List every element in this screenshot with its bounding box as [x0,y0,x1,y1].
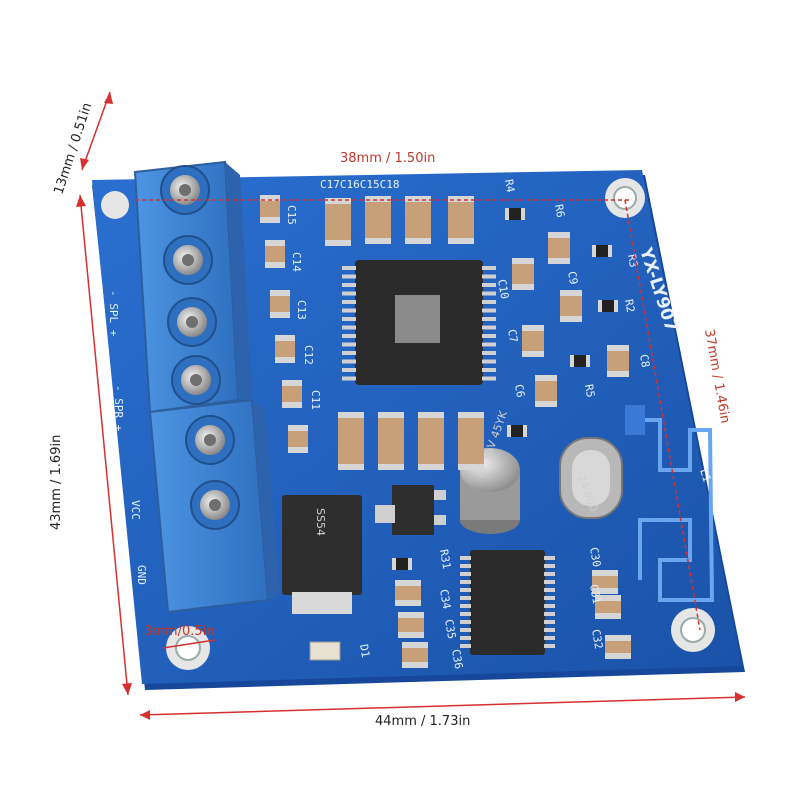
silkBottom-1: C31 [587,583,603,605]
silkLeft-3: C12 [302,345,315,365]
silkBottom-4: C34 [437,588,453,610]
terminal-label-spl: - SPL + [107,290,120,337]
dimension-thickness: 13mm / 0.51in [52,101,96,196]
silkBottom-7: D1 [357,643,372,658]
cap-bottom-2 [402,642,428,668]
led [309,641,341,661]
mounting-hole-bottom-right [671,608,715,652]
cap-left-0 [260,195,280,223]
crystal-oscillator: 24.000 [559,437,623,519]
mounting-hole-top-left [101,191,129,219]
terminal-label-gnd: GND [135,565,148,585]
cap-right-4 [535,375,557,407]
silkBottom-3: R31 [437,548,453,570]
cap-bottom-right-2 [605,635,631,659]
resistor-1 [592,245,612,257]
silkRight-4: C8 [637,353,652,368]
terminal-screw-4 [185,415,235,465]
cap-top-1 [365,196,391,244]
silkRight-0: C9 [565,270,580,285]
cap-mid-2 [418,412,444,470]
cap-mid-1 [378,412,404,470]
cap-left-2 [270,290,290,318]
silkBottom-0: C30 [587,546,603,568]
mounting-hole-bottom-left [166,626,210,670]
cap-right-3 [522,325,544,357]
terminal-screw-2 [167,297,217,347]
cap-right-2 [560,290,582,322]
resistor-2 [598,300,618,312]
silkRes-3: R2 [622,298,637,313]
silkRes-1: R6 [552,203,567,218]
dimension-bottom-width: 44mm / 1.73in [375,714,470,729]
resistor-0 [505,208,525,220]
cap-mid-0 [338,412,364,470]
antenna-trace [628,418,715,602]
cap-left-5 [288,425,308,453]
main-amplifier-ic [342,260,496,385]
smd-components [260,195,631,668]
cap-top-3 [448,196,474,244]
cap-bottom-0 [395,580,421,606]
cap-bottom-right-1 [595,595,621,619]
cap-top-2 [405,196,431,244]
silkRes-0: R4 [502,178,517,194]
secondary-ic [460,550,555,655]
cap-right-0 [548,232,570,264]
resistor-3 [570,355,590,367]
dimension-right-height: 37mm / 1.46in [701,328,732,424]
cap-top-0 [325,198,351,246]
silkBottom-5: C35 [442,618,458,640]
terminal-label-spr: - SPR + [112,385,125,432]
inductor-label: L1 [697,467,713,484]
silkBottom-2: C32 [589,628,605,650]
cap-mid-3 [458,412,484,470]
dimension-hole-offset: 3mm/0.5in [144,624,215,639]
cap-left-4 [282,380,302,408]
silkLeft-2: C13 [295,300,308,320]
silkRes-4: R5 [582,383,597,398]
silkRight-2: C7 [505,328,520,343]
dimension-top-width: 38mm / 1.50in [340,151,435,166]
terminal-screw-1 [163,235,213,285]
terminal-screw-3 [171,355,221,405]
terminal-screw-0 [160,165,210,215]
terminal-label-vcc: VCC [129,500,142,520]
cap-right-1 [512,258,534,290]
diode-ss54: SS54 [282,495,362,614]
terminal-screws [160,165,240,530]
cap-bottom-right-0 [592,570,618,594]
silkLeft-4: C11 [309,390,322,410]
resistor-4 [507,425,527,437]
cap-left-1 [265,240,285,268]
silkBottom-6: C36 [449,648,465,670]
dimension-left-height: 43mm / 1.69in [49,435,64,530]
silkRes-2: R3 [625,253,640,268]
diode-label: SS54 [314,508,327,536]
cap-left-3 [275,335,295,363]
transistor [375,485,446,535]
terminal-screw-5 [190,480,240,530]
silkLeft-1: C14 [290,252,303,272]
silkRight-3: C6 [512,383,527,398]
silkLeft-0: C15 [285,205,298,225]
mounting-hole-top-right [605,178,645,218]
resistor-5 [392,558,412,570]
cap-bottom-1 [398,612,424,638]
cap-top-labels: C17C16C15C18 [320,178,399,191]
terminal-block-speakers [133,160,252,414]
silkRight-1: C10 [495,278,511,300]
cap-right-5 [607,345,629,377]
